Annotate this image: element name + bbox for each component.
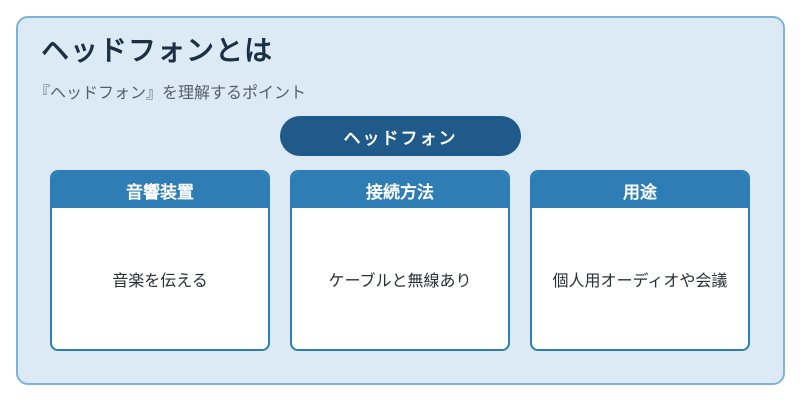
central-topic: ヘッドフォン: [280, 116, 521, 156]
page-title: ヘッドフォンとは: [41, 34, 274, 67]
card-text: ケーブルと無線あり: [328, 270, 472, 290]
card-heading: 接続方法: [292, 172, 508, 208]
point-card-audio-device: 音響装置 音楽を伝える: [50, 170, 270, 351]
card-text: 個人用オーディオや会議: [552, 270, 728, 290]
card-heading: 用途: [532, 172, 748, 208]
card-text: 音楽を伝える: [112, 270, 208, 290]
point-card-usage: 用途 個人用オーディオや会議: [530, 170, 750, 351]
card-heading: 音響装置: [52, 172, 268, 208]
point-card-connection: 接続方法 ケーブルと無線あり: [290, 170, 510, 351]
page-subtitle: 『ヘッドフォン』を理解するポイント: [34, 83, 307, 102]
